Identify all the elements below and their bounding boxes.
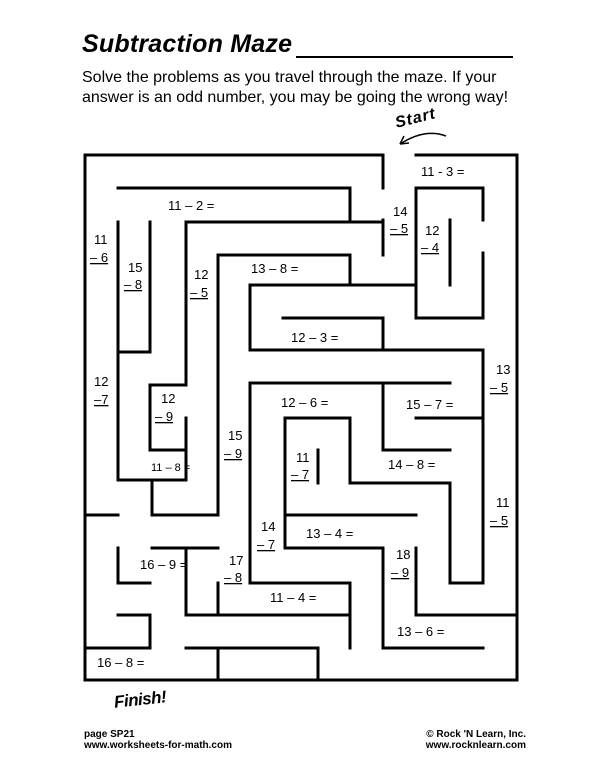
page-title: Subtraction Maze bbox=[82, 30, 293, 58]
problem-text: 13 – 6 = bbox=[397, 624, 444, 639]
maze-wall bbox=[248, 283, 485, 420]
maze-wall bbox=[216, 253, 352, 287]
problem-bottom: – 5 bbox=[390, 221, 408, 236]
maze-wall bbox=[116, 613, 152, 650]
maze-wall bbox=[184, 546, 220, 617]
maze-wall bbox=[283, 416, 452, 485]
maze-wall bbox=[381, 381, 452, 452]
problem-bottom: –7 bbox=[94, 392, 108, 407]
problem-bottom: – 5 bbox=[190, 285, 208, 300]
problem-top: 12 bbox=[425, 223, 439, 238]
maze-wall bbox=[116, 416, 188, 482]
problem-top: 12 bbox=[161, 391, 175, 406]
problem-top: 12 bbox=[94, 374, 108, 389]
problem-top: 11 bbox=[296, 450, 310, 465]
maze-wall bbox=[116, 220, 152, 354]
problem-top: 12 bbox=[194, 267, 208, 282]
problem-top: 14 bbox=[261, 519, 275, 534]
start-arrow-icon bbox=[399, 132, 447, 145]
problem-text: 16 – 9 = bbox=[140, 557, 187, 572]
instructions-text: Solve the problems as you travel through… bbox=[82, 69, 509, 106]
problem-text: 15 – 7 = bbox=[406, 397, 453, 412]
problem-text: 13 – 8 = bbox=[251, 261, 298, 276]
maze-wall bbox=[283, 513, 485, 650]
problem-bottom: – 8 bbox=[224, 570, 242, 585]
problem-text: 11 - 3 = bbox=[421, 164, 464, 179]
publisher-url: www.rocknlearn.com bbox=[425, 740, 526, 751]
problem-bottom: – 9 bbox=[391, 565, 409, 580]
problem-text: 16 – 8 = bbox=[97, 655, 144, 670]
problem-text: 12 – 6 = bbox=[281, 395, 328, 410]
problem-text: 11 – 4 = bbox=[270, 590, 316, 605]
problem-top: 15 bbox=[228, 428, 242, 443]
maze-wall bbox=[148, 220, 188, 452]
maze-wall bbox=[414, 186, 485, 222]
problem-top: 13 bbox=[496, 362, 510, 377]
horizontal-problems: 11 - 3 = 11 – 2 = 13 – 8 = 12 – 3 = 12 –… bbox=[97, 164, 464, 670]
problem-bottom: – 7 bbox=[257, 537, 275, 552]
problem-bottom: – 4 bbox=[421, 240, 439, 255]
problem-top: 18 bbox=[396, 547, 410, 562]
maze-wall bbox=[414, 416, 485, 585]
maze-wall bbox=[184, 646, 320, 682]
problem-bottom: – 6 bbox=[90, 250, 108, 265]
problem-top: 11 bbox=[94, 232, 108, 247]
vertical-problems: 14 – 5 12 – 4 11 – 6 15 – 8 12 – 5 13 – … bbox=[90, 204, 510, 585]
start-arrow-head-icon bbox=[399, 135, 410, 145]
problem-bottom: – 8 bbox=[124, 277, 142, 292]
problem-text: 13 – 4 = bbox=[306, 526, 353, 541]
page-number: page SP21 bbox=[84, 729, 135, 740]
maze-wall bbox=[83, 153, 519, 682]
maze-wall bbox=[116, 186, 352, 222]
problem-text: 14 – 8 = bbox=[388, 457, 435, 472]
problem-text: 11 – 2 = bbox=[168, 198, 214, 213]
problem-bottom: – 5 bbox=[490, 513, 508, 528]
problem-text: 11 – 8 = bbox=[151, 462, 190, 474]
problem-bottom: – 7 bbox=[291, 467, 309, 482]
problem-text: 12 – 3 = bbox=[291, 330, 338, 345]
problem-top: 15 bbox=[128, 260, 142, 275]
maze-wall bbox=[414, 546, 519, 617]
maze-wall bbox=[150, 416, 220, 517]
copyright-text: © Rock 'N Learn, Inc. bbox=[426, 729, 526, 740]
source-url: www.worksheets-for-math.com bbox=[84, 740, 232, 751]
problem-top: 11 bbox=[496, 495, 510, 510]
footer-left: page SP21 www.worksheets-for-math.com bbox=[84, 729, 232, 751]
problem-top: 14 bbox=[393, 204, 407, 219]
name-blank-line bbox=[296, 56, 513, 58]
problem-bottom: – 9 bbox=[224, 446, 242, 461]
footer-right: © Rock 'N Learn, Inc. www.rocknlearn.com bbox=[426, 729, 526, 751]
problem-bottom: – 5 bbox=[490, 380, 508, 395]
maze-wall bbox=[248, 581, 352, 650]
maze-walls bbox=[83, 153, 519, 682]
problem-top: 17 bbox=[229, 553, 243, 568]
problem-bottom: – 9 bbox=[155, 409, 173, 424]
maze-wall bbox=[281, 316, 385, 352]
maze-wall bbox=[414, 186, 485, 320]
